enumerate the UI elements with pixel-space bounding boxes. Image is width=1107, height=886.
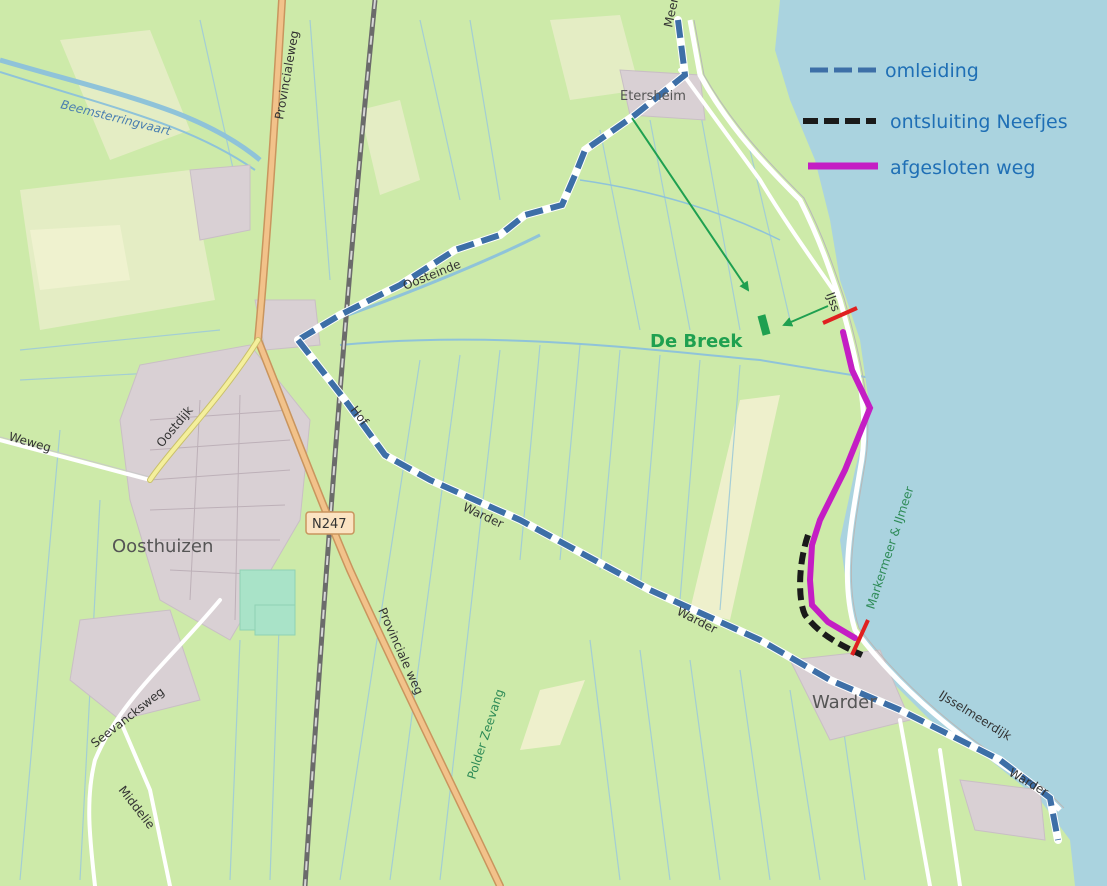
arrow-dike: [782, 305, 829, 327]
detour-route-south-dash: [295, 338, 1061, 841]
legend-label-closed: afgesloten weg: [890, 157, 1035, 179]
access-route-neefjes: [797, 534, 864, 658]
lake-water: [775, 0, 1107, 886]
place-oosthuizen: Oosthuizen: [112, 536, 213, 557]
barrier-north: [822, 306, 858, 325]
local-roads-outline: [0, 436, 151, 478]
place-warder: Warder: [812, 692, 877, 713]
arrow-etersheim: [631, 117, 750, 292]
legend-item-closed: afgesloten weg: [808, 157, 1035, 179]
polder-ditches: [19, 19, 866, 881]
sports-field-2: [254, 604, 296, 636]
legend-label-access: ontsluiting Neefjes: [890, 111, 1068, 133]
place-etersheim: Etersheim: [620, 89, 686, 104]
legend-label-detour: omleiding: [885, 60, 979, 82]
label-ijss: IJss: [823, 290, 843, 313]
barrier-south: [850, 619, 870, 656]
provincial-road-n247: [147, 0, 504, 886]
site-marker: [757, 314, 771, 336]
road-shield-text: N247: [312, 517, 347, 532]
site-label: De Breek: [650, 331, 743, 352]
legend-item-detour: omleiding: [810, 60, 979, 82]
closed-road: [806, 329, 874, 641]
local-roads: [0, 68, 962, 886]
road-shield-n247: N247: [305, 511, 355, 535]
detour-route-north-dash: [296, 19, 689, 343]
legend: omleiding ontsluiting Neefjes afgesloten…: [803, 60, 1068, 179]
legend-item-access: ontsluiting Neefjes: [803, 111, 1068, 133]
